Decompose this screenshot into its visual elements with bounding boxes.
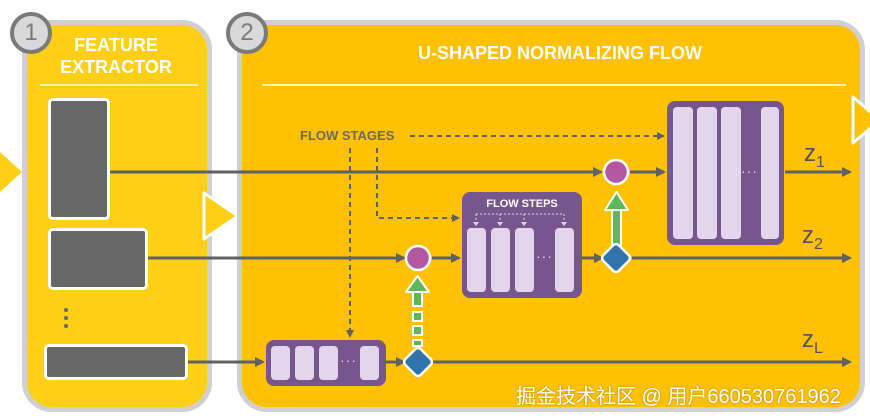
normalizing-flow-title: U-SHAPED NORMALIZING FLOW bbox=[418, 43, 702, 63]
flow-step-column bbox=[721, 107, 741, 239]
step-number-badge: 2 bbox=[226, 12, 268, 54]
flow-stage-2: FLOW STEPS ··· bbox=[462, 192, 582, 298]
flow-step-column bbox=[467, 228, 486, 292]
z-symbol: z bbox=[802, 326, 814, 353]
panel-transition-arrow bbox=[202, 191, 240, 241]
feature-extractor-title: FEATURE EXTRACTOR bbox=[40, 34, 192, 78]
upsample-arrow-2 bbox=[604, 191, 629, 247]
input-arrow bbox=[0, 152, 22, 192]
flow-stages-label: FLOW STAGES bbox=[300, 128, 395, 143]
z-symbol: z bbox=[804, 140, 816, 167]
ellipsis-icon: ··· bbox=[340, 352, 357, 368]
upsample-arrow-l bbox=[405, 275, 430, 347]
flow-step-column bbox=[295, 346, 314, 380]
flow-step-column bbox=[555, 228, 574, 292]
flow-step-column bbox=[319, 346, 338, 380]
flow-step-column bbox=[673, 107, 693, 239]
output-z2-label: z2 bbox=[802, 222, 823, 254]
split-node-2 bbox=[600, 242, 632, 274]
output-z1-label: z1 bbox=[804, 140, 825, 172]
flow-step-dashed-connectors bbox=[473, 213, 567, 226]
flow-step-column bbox=[491, 228, 510, 292]
title-divider bbox=[262, 84, 846, 86]
output-zl-label: zL bbox=[802, 326, 823, 358]
flow-step-column bbox=[271, 346, 290, 380]
flow-steps-label: FLOW STEPS bbox=[486, 198, 558, 210]
flow-step-column bbox=[761, 107, 779, 239]
flow-step-column bbox=[360, 346, 379, 380]
title-divider bbox=[40, 84, 198, 86]
output-arrow bbox=[851, 95, 870, 145]
z-subscript: 1 bbox=[816, 154, 825, 171]
ellipsis-icon: ··· bbox=[536, 248, 553, 264]
feature-map-level-2 bbox=[48, 228, 148, 290]
flow-step-column bbox=[515, 228, 534, 292]
watermark: 掘金技术社区 @ 用户660530761962 bbox=[516, 386, 841, 408]
flow-stage-1: ··· bbox=[667, 101, 784, 245]
title-line-1: FEATURE bbox=[74, 35, 158, 55]
merge-node-1 bbox=[602, 158, 630, 186]
merge-node-2 bbox=[404, 244, 432, 272]
step-number-badge: 1 bbox=[10, 12, 52, 54]
vertical-ellipsis-icon bbox=[64, 308, 68, 332]
feature-map-level-1 bbox=[48, 98, 110, 220]
z-subscript: L bbox=[814, 340, 823, 357]
flow-stage-l: ··· bbox=[266, 340, 386, 386]
z-symbol: z bbox=[802, 222, 814, 249]
title-line-2: EXTRACTOR bbox=[60, 57, 172, 77]
flow-stages-dash-mid bbox=[376, 148, 460, 222]
flow-step-column bbox=[697, 107, 717, 239]
feature-map-level-l bbox=[44, 344, 188, 380]
z-subscript: 2 bbox=[814, 236, 823, 253]
ellipsis-icon: ··· bbox=[741, 163, 758, 179]
split-node-l bbox=[402, 346, 434, 378]
